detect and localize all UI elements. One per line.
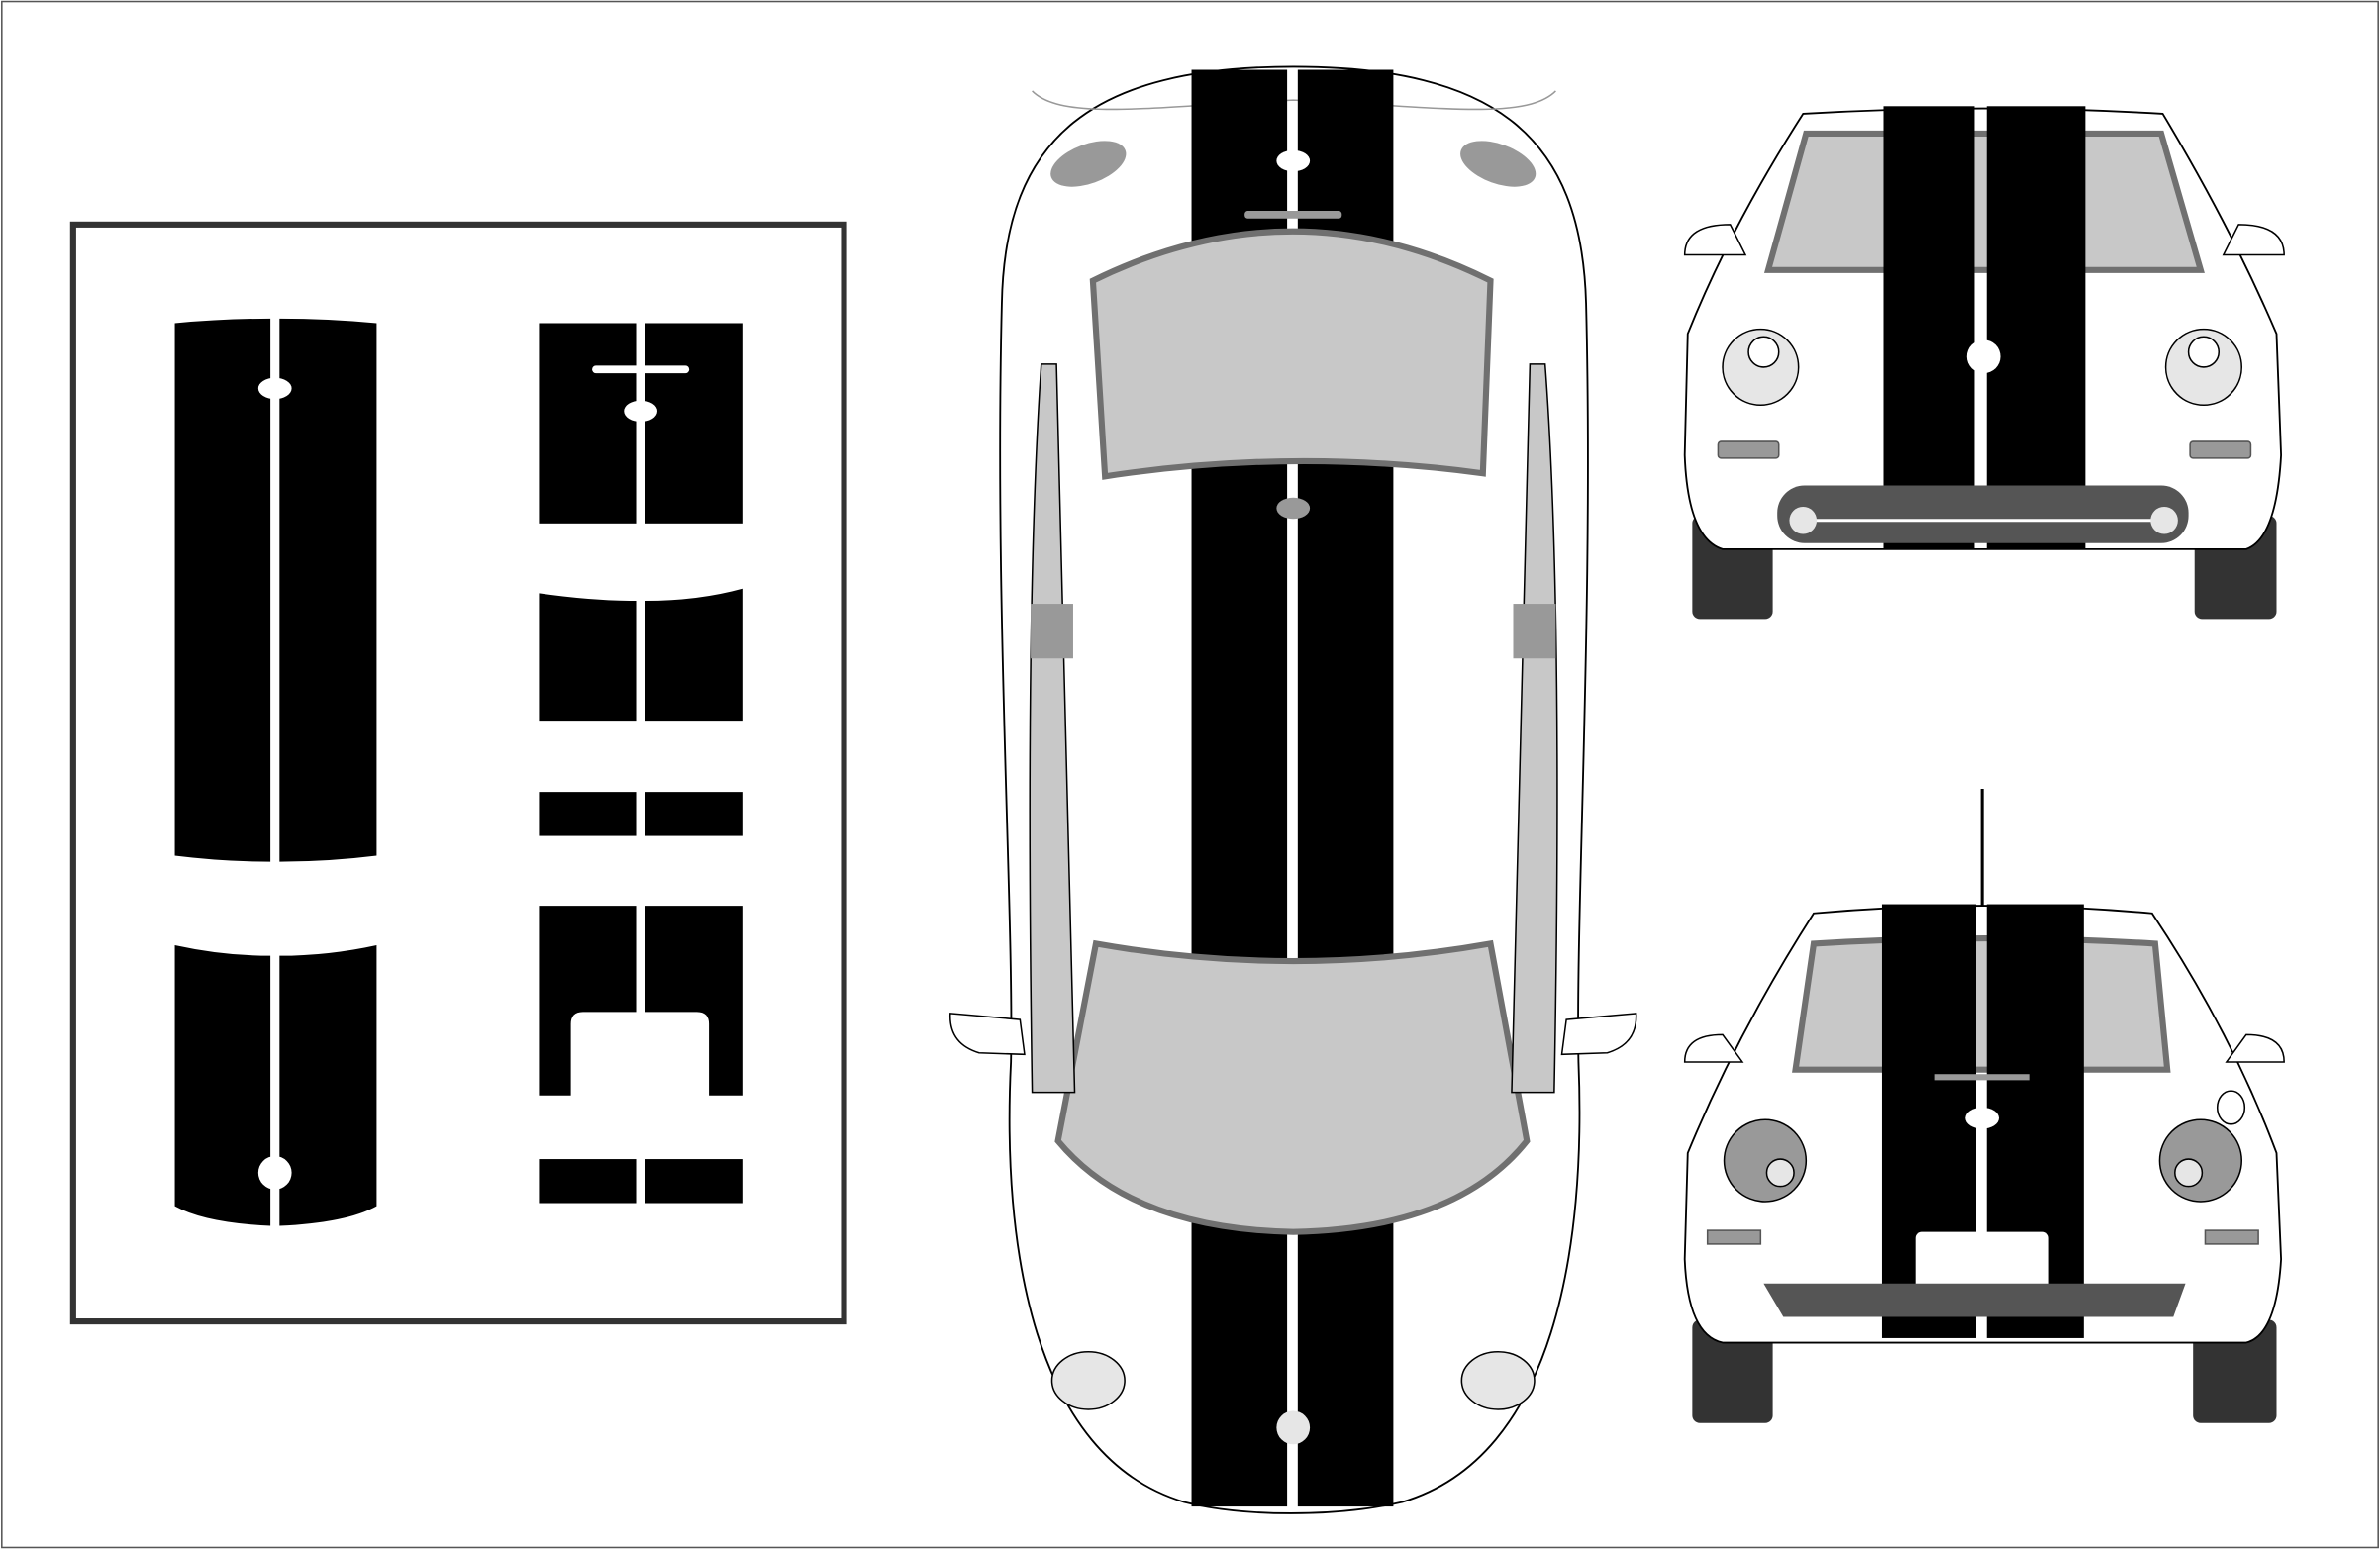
small-stripe-piece — [539, 792, 743, 836]
decal-kit-panel — [69, 221, 847, 1325]
windshield — [1089, 228, 1494, 480]
mirror-right — [1560, 1013, 1637, 1056]
tire-left — [1692, 1319, 1773, 1423]
lower-stripe-piece — [539, 1159, 743, 1204]
rear-window — [1792, 934, 2171, 1073]
tire-right — [2193, 1319, 2277, 1423]
rear-bumper — [1763, 1283, 2186, 1317]
front-windshield — [1763, 130, 2205, 273]
headlight-left — [1050, 141, 1127, 187]
rear-stripe-piece — [174, 944, 377, 1226]
side-window-right — [1511, 363, 1558, 1094]
long-stripe-piece — [174, 318, 377, 862]
taillight-right — [1460, 1350, 1536, 1410]
car-front-view — [1683, 106, 2285, 620]
mirror-left — [949, 1013, 1026, 1056]
front-grille — [1777, 485, 2189, 543]
side-window-left — [1029, 363, 1076, 1094]
bumper-stripe-piece — [539, 906, 743, 1096]
taillight-left — [1050, 1350, 1126, 1410]
taillight-right — [2158, 1118, 2243, 1203]
taillight-left — [1723, 1118, 1808, 1203]
roof-stripe-piece — [539, 588, 743, 722]
car-top-view — [949, 65, 1637, 1514]
headlight-right — [1460, 141, 1537, 187]
rear-window — [1054, 939, 1531, 1235]
car-rear-view — [1683, 789, 2285, 1423]
cowl-stripe-piece — [539, 323, 743, 524]
